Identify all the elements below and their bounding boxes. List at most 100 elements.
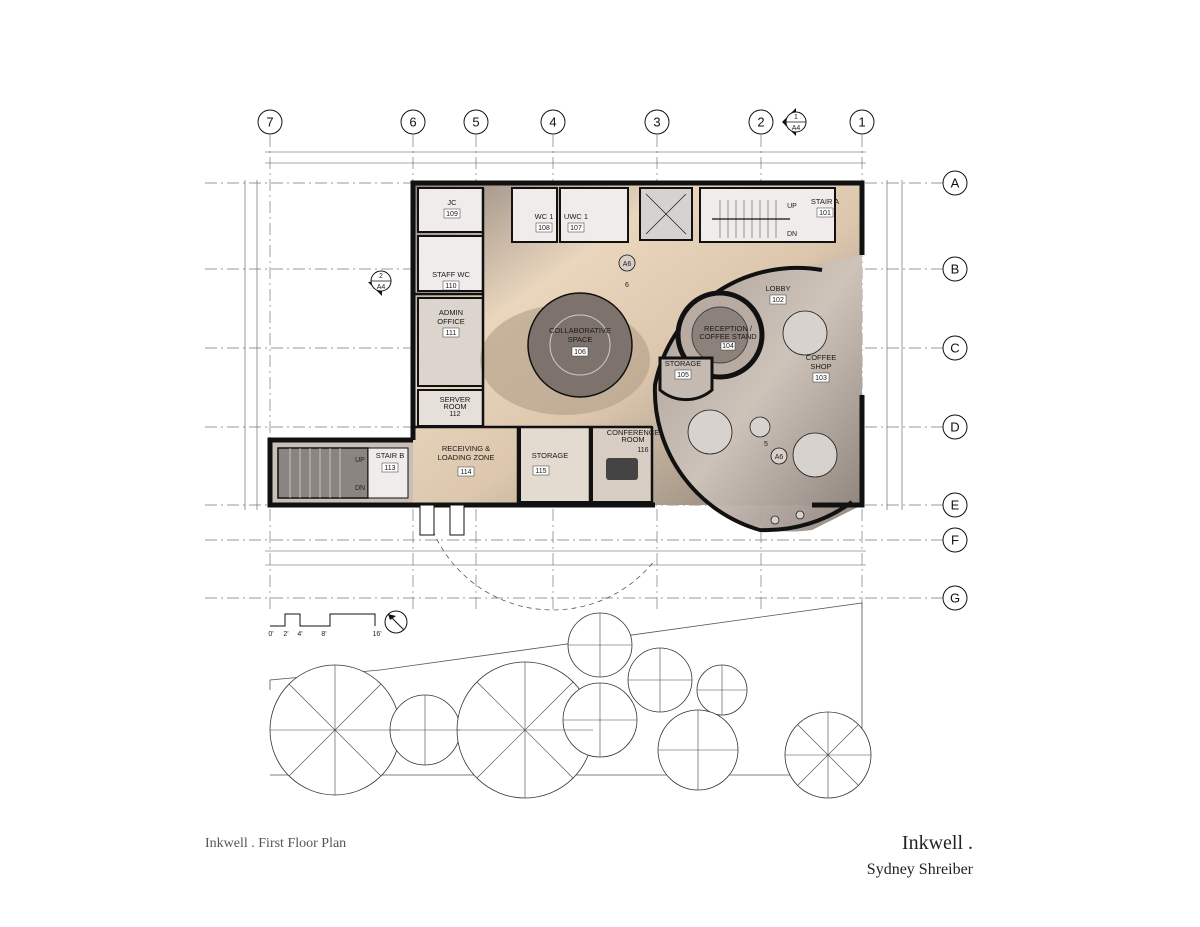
svg-text:STAIR A: STAIR A [811,197,839,206]
svg-text:107: 107 [570,225,582,232]
svg-text:UP: UP [787,203,797,210]
room-label-reception: RECEPTION / COFFEE STAND 104 [699,324,757,351]
grid-bubble-7: 7 [257,109,283,135]
entry-doors [419,504,465,536]
grid-bubble-2: 2 [748,109,774,135]
svg-text:6: 6 [409,115,416,130]
column-grid-bubbles: 7 6 5 4 3 2 1 [257,109,875,135]
svg-text:A4: A4 [792,125,801,132]
room-label-lobby: LOBBY 102 [765,284,791,305]
svg-text:6: 6 [625,282,629,289]
svg-text:COLLABORATIVE: COLLABORATIVE [549,326,611,335]
svg-text:UWC 1: UWC 1 [564,212,588,221]
svg-text:3: 3 [653,115,660,130]
svg-text:COFFEE STAND: COFFEE STAND [699,332,757,341]
drawing-caption: Inkwell . First Floor Plan [205,836,347,851]
grid-bubble-e: E [942,492,968,518]
svg-text:LOADING ZONE: LOADING ZONE [438,453,495,462]
svg-text:COFFEE: COFFEE [806,353,836,362]
collaborative-space [480,292,650,415]
svg-text:111: 111 [446,330,457,337]
room-label-receiving: RECEIVING & LOADING ZONE 114 [438,444,495,477]
svg-text:2: 2 [379,273,383,280]
svg-text:WC 1: WC 1 [535,212,554,221]
exterior-walls [267,180,865,508]
svg-text:5: 5 [472,115,479,130]
svg-text:D: D [950,420,959,435]
svg-text:A: A [951,176,960,191]
grid-bubble-c: C [942,335,968,361]
room-label-stair-b: STAIR B 113 [376,451,405,473]
grid-bubble-6: 6 [400,109,426,135]
grid-bubble-b: B [942,256,968,282]
svg-text:0': 0' [268,631,273,638]
svg-text:1: 1 [858,115,865,130]
svg-text:113: 113 [384,465,395,472]
room-label-conference-room: CONFERENCE ROOM 116 [607,428,660,454]
svg-text:4': 4' [297,631,302,638]
room-label-coffee-shop: COFFEE SHOP 103 [806,353,836,383]
grid-bubble-5: 5 [463,109,489,135]
scale-bar: 0' 2' 4' 8' 16' [268,613,382,638]
room-label-server-room: SERVER ROOM 112 [440,395,471,418]
svg-text:STORAGE: STORAGE [532,451,569,460]
entry-door-swing [424,504,656,611]
svg-text:SPACE: SPACE [568,335,593,344]
svg-text:UP: UP [355,457,365,464]
interior-walls [413,188,654,505]
svg-text:B: B [951,262,960,277]
svg-text:CONFERENCE: CONFERENCE [607,428,660,437]
svg-text:STAIR B: STAIR B [376,451,405,460]
room-label-staff-wc: STAFF WC 110 [432,270,470,291]
room-label-stair-a: STAIR A 101 UP DN [787,197,839,238]
grid-bubble-3: 3 [644,109,670,135]
svg-text:110: 110 [445,283,456,290]
svg-text:JC: JC [447,198,457,207]
room-label-jc: JC 109 [443,198,461,219]
stair-b: UP DN [277,447,409,499]
svg-text:DN: DN [355,485,365,492]
author-name: Sydney Shreiber [866,861,973,878]
room-label-uwc1: UWC 1 107 [564,212,588,233]
svg-text:ROOM: ROOM [443,402,466,411]
svg-text:OFFICE: OFFICE [437,317,465,326]
svg-text:STAFF WC: STAFF WC [432,270,470,279]
svg-text:A6: A6 [623,261,632,268]
section-marker-left: 2 A4 [368,270,392,296]
svg-text:1: 1 [794,114,798,121]
svg-text:2: 2 [757,115,764,130]
svg-text:F: F [951,533,959,548]
svg-text:STORAGE: STORAGE [665,359,702,368]
room-label-storage-115: STORAGE 115 [532,451,569,476]
tree-spokes [270,613,871,798]
section-marker-top: 1 A4 [782,108,807,136]
svg-text:ROOM: ROOM [621,435,644,444]
north-arrow-icon [384,610,408,634]
room-label-admin-office: ADMIN OFFICE 111 [437,308,465,338]
grid-bubble-d: D [942,414,968,440]
grid-bubble-f: F [942,527,968,553]
svg-text:7: 7 [266,115,273,130]
svg-text:RECEPTION /: RECEPTION / [704,324,753,333]
svg-text:114: 114 [460,469,471,476]
svg-text:108: 108 [538,225,550,232]
conference-table [606,458,638,480]
svg-text:102: 102 [772,297,784,304]
svg-text:A4: A4 [377,284,386,291]
svg-text:8': 8' [321,631,326,638]
svg-text:4: 4 [549,115,556,130]
svg-text:A6: A6 [775,454,784,461]
grid-bubble-g: G [942,585,968,611]
svg-text:101: 101 [819,210,831,217]
svg-text:G: G [950,591,960,606]
coffee-tables [687,310,838,525]
svg-text:109: 109 [446,211,458,218]
svg-text:SERVER: SERVER [440,395,471,404]
row-grid-bubbles: A B C D E F G [942,170,968,611]
marker-a6-bottom: A6 5 [764,441,788,465]
grid-bubble-a: A [942,170,968,196]
landscape-trees [269,612,872,799]
stair-a-treads [712,200,790,238]
room-label-collaborative-space: COLLABORATIVE SPACE 106 [549,326,611,357]
